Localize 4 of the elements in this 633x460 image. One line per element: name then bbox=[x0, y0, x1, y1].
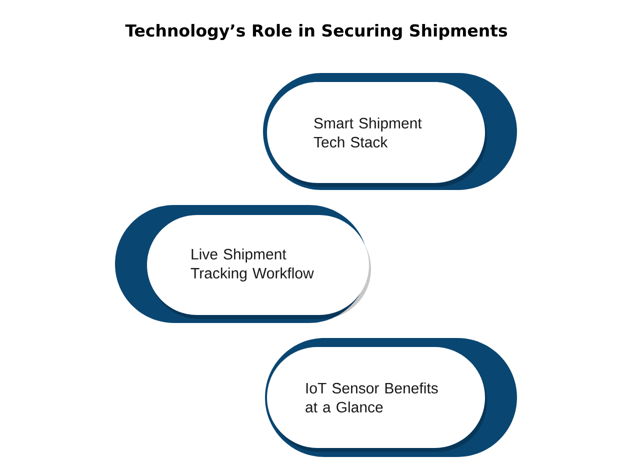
topic-card: IoT Sensor Benefits at a Glance bbox=[265, 338, 517, 457]
title: Technology’s Role in Securing Shipments bbox=[125, 24, 508, 40]
topic-card: Smart Shipment Tech Stack bbox=[263, 73, 517, 190]
topic-card: Live Shipment Tracking Workflow bbox=[115, 205, 371, 323]
